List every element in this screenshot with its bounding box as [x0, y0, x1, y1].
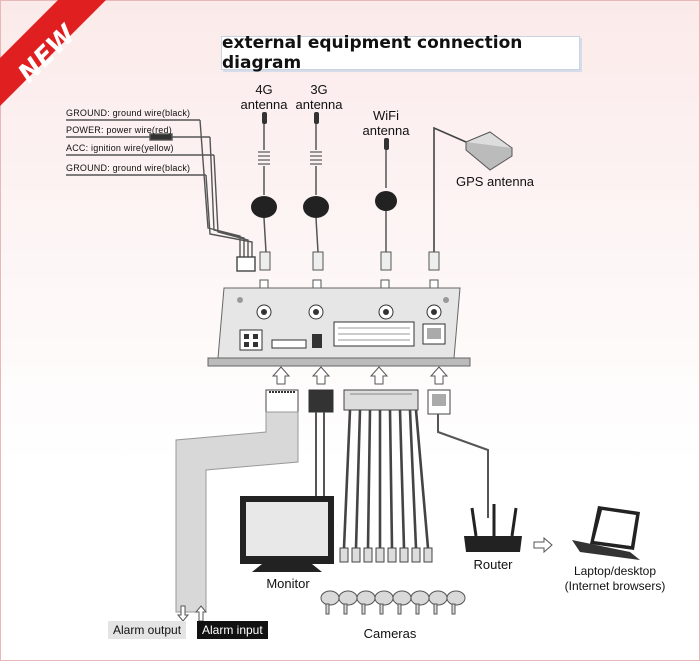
alarm-input-label: Alarm input	[197, 621, 268, 639]
wire-label-ground-2: GROUND: ground wire(black)	[66, 163, 191, 173]
antenna-4g-label: 4G antenna	[240, 82, 288, 112]
title-box: external equipment connection diagram	[221, 33, 580, 73]
router-laptop-arrow	[533, 536, 553, 554]
alarm-cable	[175, 389, 299, 622]
antenna-4g-graphic	[251, 112, 277, 271]
laptop-label: Laptop/desktop (Internet browsers)	[564, 564, 666, 593]
output-arrows	[271, 366, 449, 385]
power-wires	[66, 119, 256, 272]
laptop-graphic	[572, 506, 640, 560]
antenna-gps-graphic	[428, 126, 513, 271]
antenna-3g-label: 3G antenna	[295, 82, 343, 112]
diagram-title: external equipment connection diagram	[222, 33, 523, 73]
camera-icons	[320, 590, 466, 615]
monitor-label: Monitor	[266, 576, 310, 591]
cameras-label: Cameras	[363, 626, 417, 641]
router-label: Router	[473, 557, 513, 572]
wire-label-acc: ACC: ignition wire(yellow)	[66, 143, 174, 153]
antenna-3g-graphic	[303, 112, 329, 271]
camera-harness	[339, 389, 433, 563]
router-graphic	[464, 504, 522, 552]
wire-label-ground-1: GROUND: ground wire(black)	[66, 108, 191, 118]
new-ribbon: NEW	[0, 0, 106, 106]
alarm-output-label: Alarm output	[108, 621, 187, 639]
antenna-wifi-label: WiFi antenna	[362, 108, 410, 138]
monitor-cable	[240, 389, 334, 572]
wire-label-power: POWER: power wire(red)	[66, 125, 172, 135]
dvr-unit	[207, 287, 471, 367]
antenna-wifi-graphic	[375, 138, 397, 271]
network-cable	[427, 389, 489, 518]
antenna-gps-label: GPS antenna	[455, 174, 535, 189]
